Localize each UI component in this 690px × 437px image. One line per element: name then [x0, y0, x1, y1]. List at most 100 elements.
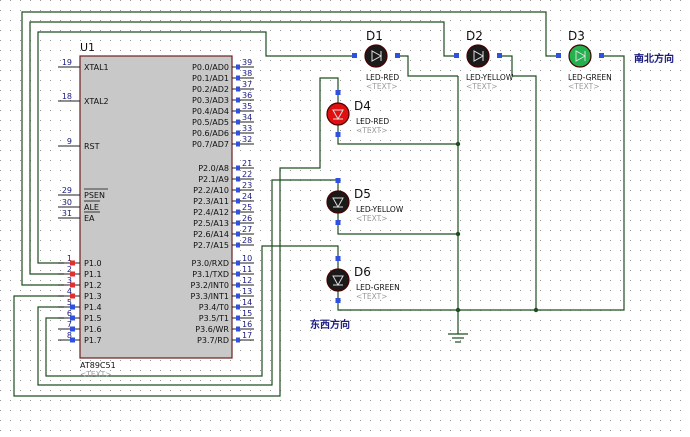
chip-pin-left[interactable]: 1P1.0 — [58, 254, 102, 268]
chip-pin-left[interactable]: 3P1.2 — [58, 276, 102, 290]
chip-pin-left[interactable]: 7P1.6 — [58, 320, 102, 334]
pin-state-square — [236, 141, 240, 147]
led-body — [568, 44, 592, 68]
pin-state-square — [236, 97, 240, 103]
pin-number: 33 — [242, 124, 252, 133]
pin-state-square — [236, 220, 240, 226]
led-text-field: <TEXT> — [466, 82, 497, 91]
wire-d3-right — [536, 55, 625, 311]
pin-number: 13 — [242, 287, 252, 296]
pin-state-square — [70, 282, 75, 288]
led-part: LED-YELLOW — [466, 73, 514, 82]
chip-pin-left[interactable]: 4P1.3 — [58, 287, 102, 301]
pin-state-square — [556, 53, 561, 58]
pin-number: 29 — [62, 186, 72, 195]
pin-state-square — [236, 242, 240, 248]
pin-number: 23 — [242, 181, 252, 190]
wire-d2-bus — [498, 55, 513, 76]
pin-state-square — [236, 75, 240, 81]
wire-d3-mid — [512, 75, 537, 310]
wire-d1-d2 — [398, 55, 458, 77]
pin-name: P2.1/A9 — [198, 175, 229, 184]
wire-group — [13, 11, 625, 397]
pin-name: P2.3/A11 — [193, 197, 229, 206]
pin-name: P0.7/AD7 — [192, 140, 229, 149]
pin-number: 39 — [242, 58, 252, 67]
pin-name: P3.4/T0 — [199, 303, 229, 312]
pin-state-square — [236, 282, 240, 288]
pin-number: 31 — [62, 209, 72, 218]
pin-number: 22 — [242, 170, 252, 179]
led-body — [326, 190, 350, 214]
pin-name: P2.2/A10 — [193, 186, 229, 195]
chip-text-field: <TEXT> — [80, 370, 111, 379]
pin-state-square — [70, 271, 75, 277]
mcu-chip[interactable]: U1 AT89C51 <TEXT> 19XTAL118XTAL29RST29PS… — [58, 41, 254, 379]
pin-state-square — [335, 90, 341, 95]
pin-name: P0.4/AD4 — [192, 107, 229, 116]
pin-state-square — [236, 315, 240, 321]
pin-number: 7 — [67, 320, 72, 329]
pin-state-square — [70, 260, 75, 266]
pin-number: 32 — [242, 135, 252, 144]
pin-state-square — [236, 260, 240, 266]
pin-name: P0.0/AD0 — [192, 63, 229, 72]
pin-state-square — [236, 304, 240, 310]
pin-number: 12 — [242, 276, 252, 285]
junction-dot — [455, 141, 461, 147]
chip-pin-left[interactable]: 6P1.5 — [58, 309, 102, 323]
led-body — [466, 44, 490, 68]
led-ref: D4 — [354, 99, 371, 113]
pin-state-square — [236, 119, 240, 125]
pin-name: XTAL2 — [84, 97, 109, 106]
pin-name: P3.6/WR — [195, 325, 229, 334]
pin-state-square — [236, 86, 240, 92]
chip-pin-left[interactable]: 5P1.4 — [58, 298, 102, 312]
wire-p13-d4 — [13, 77, 339, 397]
led-text-field: <TEXT> — [356, 214, 387, 223]
pin-state-square — [236, 209, 240, 215]
chip-pin-left[interactable]: 8P1.7 — [58, 331, 102, 345]
chip-pin-left[interactable]: 2P1.1 — [58, 265, 102, 279]
pin-name: P3.2/INT0 — [190, 281, 229, 290]
wire-p12-d3 — [21, 11, 556, 286]
